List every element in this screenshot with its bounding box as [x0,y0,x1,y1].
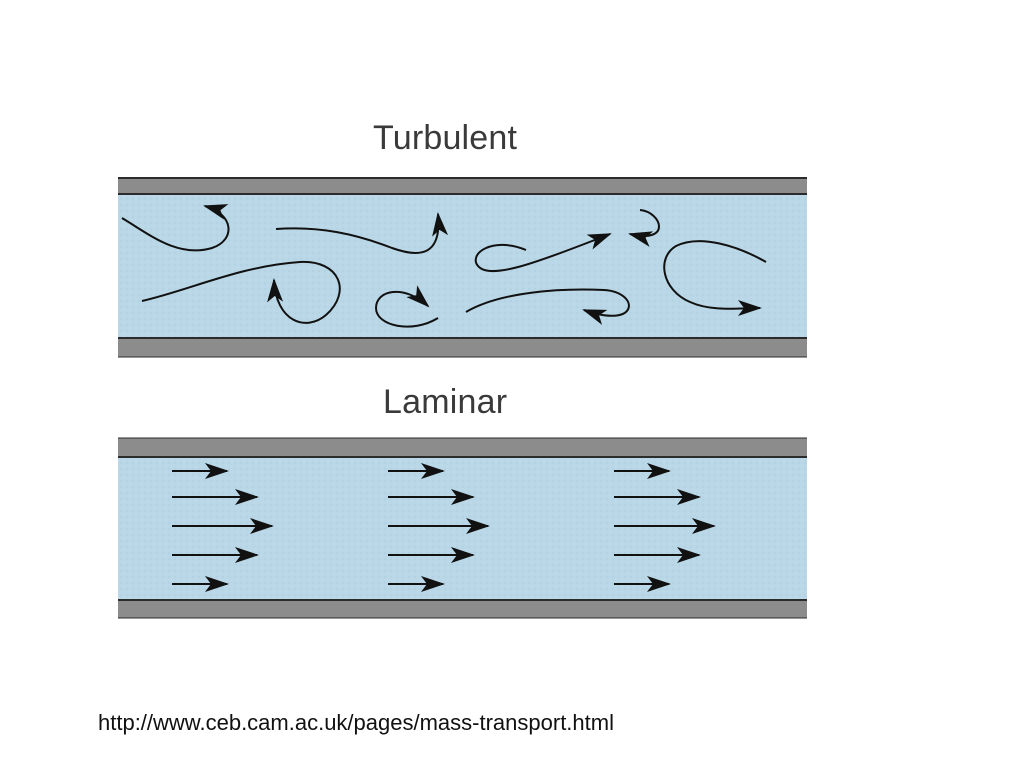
laminar-fluid [118,457,807,600]
laminar-pipe [118,437,807,619]
laminar-title: Laminar [383,383,508,421]
eddy-arrow [465,288,630,325]
eddy-arrow [374,285,439,328]
turbulent-eddies [121,204,767,328]
eddy-arrow [141,260,341,324]
laminar-top-wall [118,438,807,457]
turbulent-title: Turbulent [373,119,518,157]
turbulent-pipe [118,177,807,358]
turbulent-fluid [118,194,807,338]
eddy-arrow [474,233,612,273]
eddy-arrow [663,240,767,317]
turbulent-bottom-wall [118,338,807,357]
laminar-bottom-wall [118,600,807,618]
eddy-arrow [628,209,660,247]
source-url: http://www.ceb.cam.ac.uk/pages/mass-tran… [98,710,614,735]
laminar-arrows [172,463,716,592]
turbulent-top-wall [118,178,807,194]
eddy-arrow [121,204,230,252]
eddy-arrow [275,212,449,255]
